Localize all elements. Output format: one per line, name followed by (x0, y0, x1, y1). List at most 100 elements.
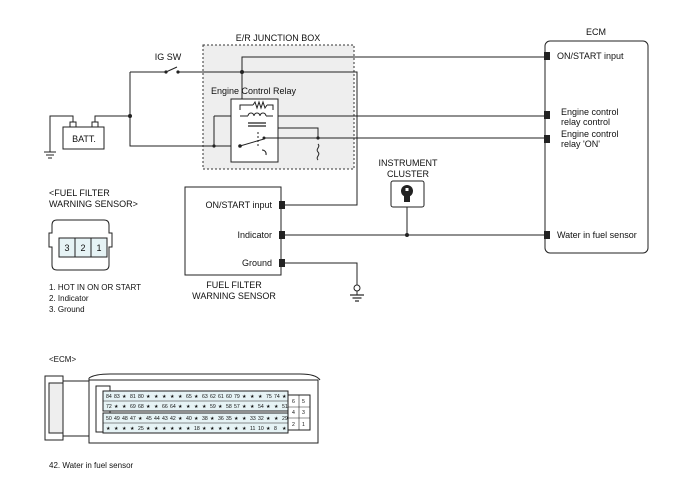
ecm-connector-pin-label: ★ (210, 426, 215, 432)
ecm-connector-side-pin-label: 4 (292, 410, 295, 416)
ecm-connector-pin-label: 80 (138, 394, 144, 400)
ecm-connector-title: <ECM> (49, 355, 76, 364)
ecm-pin-label-on-start: ON/START input (557, 51, 624, 61)
ecm-connector-pin-label: 36 (218, 416, 224, 422)
ecm-pin-label-relay-control-1: Engine control (561, 107, 619, 117)
ig-sw-contact-right (176, 70, 180, 74)
ecm-connector-pin-label: 63 (202, 394, 208, 400)
ecm-connector-pin-label: 75 (266, 394, 272, 400)
ecm-connector-pin-label: 49 (114, 416, 120, 422)
ecm-connector-side-pin-label: 2 (292, 422, 295, 428)
ecm-connector-pin-label: ★ (250, 404, 255, 410)
ecm-connector-icon (44, 373, 321, 444)
battery-box (62, 126, 105, 150)
relay-switch-icon (238, 132, 267, 156)
ecm-connector-note: 42. Water in fuel sensor (49, 461, 134, 470)
ecm-connector-side-pin-label: 6 (292, 399, 295, 405)
junction-box-title: E/R JUNCTION BOX (236, 33, 321, 43)
ecm-connector-pin-label: ★ (114, 426, 119, 432)
ecm-connector-pin-label: ★ (146, 426, 151, 432)
ecm-connector-pin-label: 29 (282, 416, 288, 422)
ecm-connector-pin-label: ★ (194, 416, 199, 422)
ecm-connector-pin-label: 74 (274, 394, 280, 400)
ecm-connector-pin-label: 58 (226, 404, 232, 410)
cluster-label-2: CLUSTER (387, 169, 430, 179)
ecm-connector-pin-label: 51 (282, 404, 288, 410)
ecm-connector-pin-label: ★ (146, 404, 151, 410)
relay-box (230, 98, 279, 163)
ig-sw-label: IG SW (155, 52, 182, 62)
ecm-connector-pin-label: ★ (242, 416, 247, 422)
ecm-connector-pin-label: ★ (250, 394, 255, 400)
fuel-filter-warning-lamp-icon (401, 185, 413, 202)
ecm-connector-pin-label: ★ (202, 404, 207, 410)
ecm-connector-pin-label: ★ (138, 416, 143, 422)
sensor-caption-1: FUEL FILTER (206, 280, 262, 290)
connector-note-2: 2. Indicator (49, 294, 89, 303)
ecm-pin-label-relay-control-2: relay control (561, 117, 610, 127)
sensor-pin-indicator (279, 231, 285, 239)
ecm-connector-pin-label: ★ (266, 404, 271, 410)
ecm-connector-pin-label: ★ (242, 426, 247, 432)
ecm-connector-pin-label: 69 (130, 404, 136, 410)
ecm-connector-pin-label: 54 (258, 404, 264, 410)
ecm-connector-pin-label: ★ (122, 404, 127, 410)
sensor-box (184, 186, 282, 276)
battery-terminal-neg (69, 121, 77, 128)
ecm-connector-pin-label: ★ (210, 416, 215, 422)
sensor-pin-label-on-start: ON/START input (205, 200, 272, 210)
connector-legend-title-1: <FUEL FILTER (49, 188, 110, 198)
ecm-connector-pin-label: ★ (282, 394, 287, 400)
ecm-connector-pin-label: ★ (234, 416, 239, 422)
connector-note-1: 1. HOT IN ON OR START (49, 283, 141, 292)
ecm-connector-pin-label: ★ (154, 394, 159, 400)
ecm-connector-pin-label: ★ (282, 426, 287, 432)
ecm-connector-pin-label: ★ (178, 394, 183, 400)
ecm-connector-pin-label: ★ (218, 426, 223, 432)
ecm-connector-pin-label: 50 (106, 416, 112, 422)
sensor-ground-icon (350, 284, 364, 302)
ecm-pin-relay-control (544, 111, 550, 119)
ecm-connector-pin-label: 35 (226, 416, 232, 422)
ecm-connector-pin-label: ★ (242, 394, 247, 400)
ecm-connector-pin-label: 61 (218, 394, 224, 400)
cluster-label-1: INSTRUMENT (379, 158, 438, 168)
ecm-connector-pin-label: ★ (114, 404, 119, 410)
ecm-connector-pin-label: 81 (130, 394, 136, 400)
ecm-connector-pin-label: ★ (266, 416, 271, 422)
ecm-connector-pin-label: 65 (186, 394, 192, 400)
ecm-connector-pin-label: 47 (130, 416, 136, 422)
connector-pin-3: 3 (64, 243, 69, 253)
ecm-connector-pin-label: 8 (274, 426, 277, 432)
ecm-connector-pin-label: ★ (186, 426, 191, 432)
relay-label: Engine Control Relay (211, 86, 297, 96)
ecm-connector-pin-label: ★ (170, 426, 175, 432)
ecm-connector-pin-label: ★ (186, 404, 191, 410)
fuel-filter-connector-icon (48, 219, 113, 271)
ecm-connector-pin-label: ★ (146, 394, 151, 400)
ecm-connector-pin-label: 32 (258, 416, 264, 422)
ecm-connector-pin-label: ★ (218, 404, 223, 410)
ecm-connector-pin-label: 25 (138, 426, 144, 432)
ecm-connector-side-pin-label: 5 (302, 399, 305, 405)
connector-pin-1: 1 (96, 243, 101, 253)
connector-pin-2: 2 (80, 243, 85, 253)
ecm-pin-on-start (544, 52, 550, 60)
connector-note-3: 3. Ground (49, 305, 85, 314)
ecm-connector-pin-label: ★ (178, 426, 183, 432)
sensor-pin-label-ground: Ground (242, 258, 272, 268)
ecm-connector-pin-label: ★ (226, 426, 231, 432)
ecm-connector-pin-label: 48 (122, 416, 128, 422)
ecm-connector-side-pin-label: 1 (302, 422, 305, 428)
battery-ground-icon (44, 151, 56, 159)
ecm-connector-pin-label: ★ (154, 404, 159, 410)
ecm-connector-pin-label: 42 (170, 416, 176, 422)
ecm-connector-pin-label: ★ (194, 404, 199, 410)
ecm-connector-pin-label: ★ (106, 426, 111, 432)
ecm-connector-pin-label: 79 (234, 394, 240, 400)
ecm-connector-pin-label: ★ (178, 416, 183, 422)
ecm-connector-pin-label: 72 (106, 404, 112, 410)
ecm-connector-pin-label: 11 (250, 426, 255, 432)
